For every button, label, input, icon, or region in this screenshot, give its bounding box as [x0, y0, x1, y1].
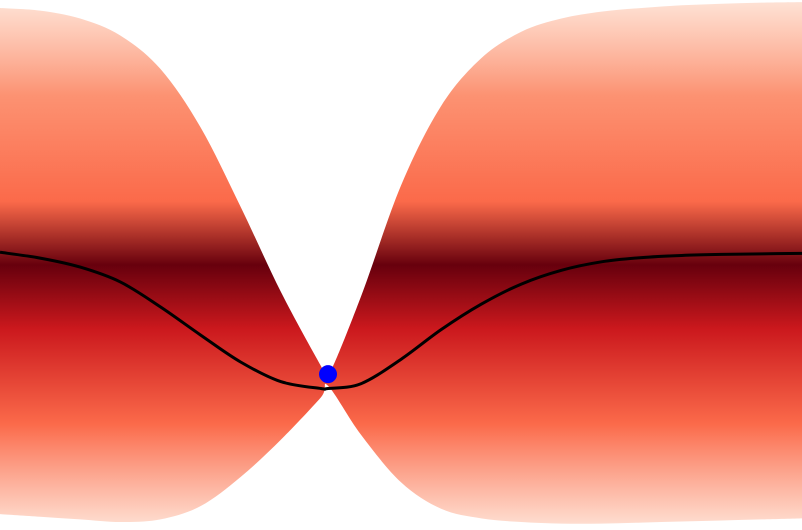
mean-line — [0, 250, 802, 391]
observation-points-group — [319, 365, 338, 384]
observation-point — [319, 365, 338, 384]
mean-line-group — [0, 250, 802, 391]
